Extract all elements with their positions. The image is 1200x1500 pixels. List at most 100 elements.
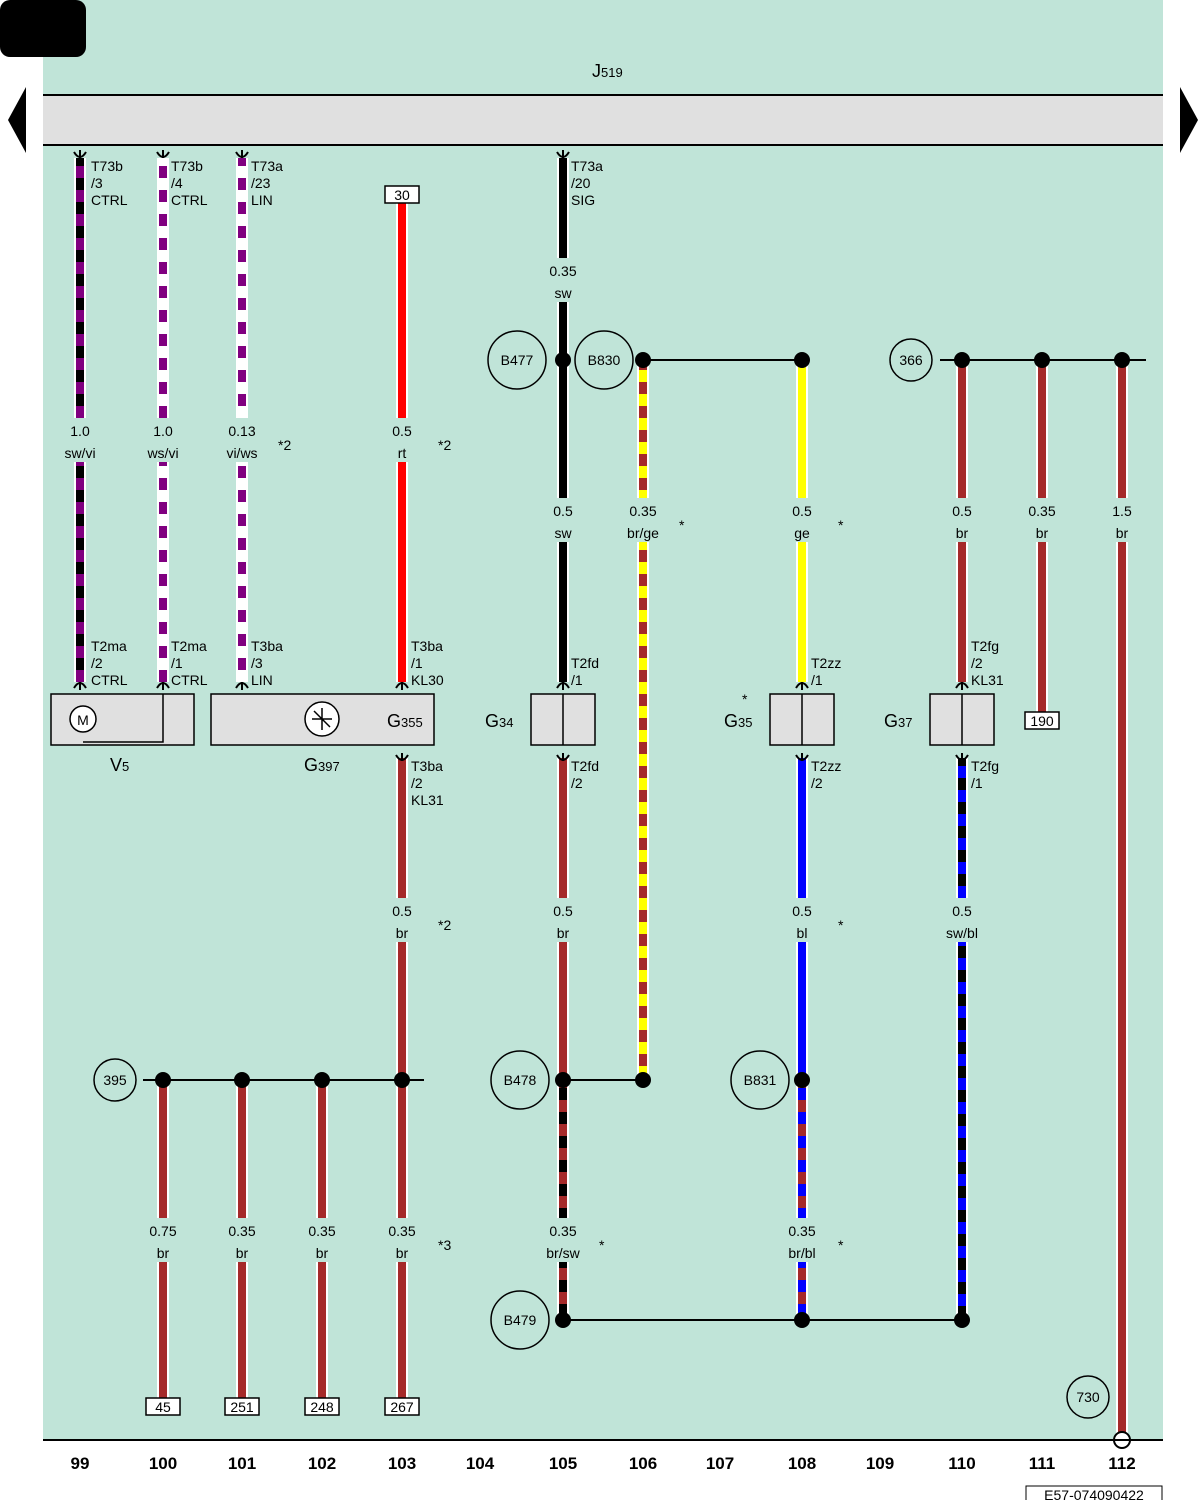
svg-text:267: 267: [390, 1399, 414, 1415]
box-reference[interactable]: 251: [224, 1397, 260, 1416]
component-g34[interactable]: [530, 693, 596, 746]
motor-icon: [69, 705, 97, 733]
box-reference[interactable]: 190: [1024, 711, 1060, 730]
splice-dot: [635, 352, 651, 368]
pin-label: /2: [811, 775, 823, 791]
pin-label: CTRL: [171, 192, 208, 208]
splice-dot: [155, 1072, 171, 1088]
wire-color-label: br: [236, 1245, 249, 1261]
column-number: 107: [706, 1454, 734, 1473]
wire-color-label: br: [1116, 525, 1129, 541]
pin-label: /2: [971, 655, 983, 671]
box-reference[interactable]: 45: [145, 1397, 181, 1416]
circle-reference[interactable]: B831: [730, 1050, 790, 1110]
footnote-marker: *2: [438, 437, 451, 453]
next-page-arrow[interactable]: [1180, 87, 1198, 153]
box-reference[interactable]: 248: [304, 1397, 340, 1416]
column-number: 108: [788, 1454, 816, 1473]
box-reference[interactable]: 267: [384, 1397, 420, 1416]
wire-size-label: 0.35: [228, 1223, 255, 1239]
component-g35[interactable]: *: [742, 691, 835, 746]
splice-dot: [954, 352, 970, 368]
wire-size-label: 1.5: [1112, 503, 1132, 519]
column-number: 100: [149, 1454, 177, 1473]
wire-size-label: 0.35: [629, 503, 656, 519]
wire-size-label: 0.5: [792, 903, 812, 919]
footnote-marker: *2: [278, 437, 291, 453]
pin-label: KL30: [411, 672, 444, 688]
component-label: G34: [485, 711, 513, 731]
wire-size-label: 0.13: [228, 423, 255, 439]
wire-color-label: ge: [794, 525, 810, 541]
svg-text:45: 45: [155, 1399, 171, 1415]
pin-label: /20: [571, 175, 591, 191]
pin-label: /2: [411, 775, 423, 791]
svg-text:366: 366: [899, 352, 923, 368]
wire-color-label: br/ge: [627, 525, 659, 541]
pin-label: /1: [171, 655, 183, 671]
component-g37[interactable]: [929, 693, 995, 746]
pin-label: T2fg: [971, 758, 999, 774]
circle-reference[interactable]: 366: [889, 338, 933, 382]
box-reference[interactable]: 30: [384, 185, 420, 204]
wire-color-label: br: [956, 525, 969, 541]
column-number: 99: [71, 1454, 90, 1473]
circle-reference[interactable]: B479: [490, 1290, 550, 1350]
pin-label: T2zz: [811, 758, 841, 774]
pin-label: /2: [571, 775, 583, 791]
pin-label: KL31: [971, 672, 1004, 688]
column-number: 101: [228, 1454, 256, 1473]
prev-page-arrow[interactable]: [8, 87, 26, 153]
footnote-marker: *2: [438, 917, 451, 933]
component-g397[interactable]: [210, 693, 435, 746]
splice-dot: [794, 1312, 810, 1328]
page-tab: [0, 0, 86, 57]
svg-text:251: 251: [230, 1399, 254, 1415]
circle-reference[interactable]: 730: [1066, 1375, 1110, 1419]
splice-dot: [1034, 352, 1050, 368]
component-label: G37: [884, 711, 912, 731]
footnote-marker: *: [742, 691, 748, 707]
pin-label: /23: [251, 175, 271, 191]
component-label: G35: [724, 711, 752, 731]
pin-label: T3ba: [251, 638, 283, 654]
wire-color-label: sw/vi: [64, 445, 95, 461]
circle-reference[interactable]: B478: [490, 1050, 550, 1110]
pin-label: T2fd: [571, 655, 599, 671]
svg-text:B831: B831: [744, 1072, 777, 1088]
circle-reference[interactable]: B830: [574, 330, 634, 390]
wire-color-label: sw/bl: [946, 925, 978, 941]
splice-dot: [555, 352, 571, 368]
pin-label: /4: [171, 175, 183, 191]
wire-color-label: vi/ws: [226, 445, 257, 461]
wire-color-label: ws/vi: [146, 445, 178, 461]
circle-reference[interactable]: B477: [487, 330, 547, 390]
wire-color-label: br: [157, 1245, 170, 1261]
svg-text:248: 248: [310, 1399, 334, 1415]
pin-label: T73b: [91, 158, 123, 174]
wire-color-label: br: [1036, 525, 1049, 541]
wire-color-label: br: [396, 925, 409, 941]
pin-label: T2fg: [971, 638, 999, 654]
component-v5[interactable]: M: [50, 693, 195, 746]
column-number: 102: [308, 1454, 336, 1473]
wire-size-label: 0.35: [1028, 503, 1055, 519]
splice-dot: [635, 1072, 651, 1088]
wire-size-label: 0.5: [952, 903, 972, 919]
wire-segment: [1116, 362, 1128, 1434]
pin-label: T3ba: [411, 638, 443, 654]
wire-size-label: 0.35: [308, 1223, 335, 1239]
splice-dot: [555, 1072, 571, 1088]
splice-dot: [394, 1072, 410, 1088]
wire-color-label: br: [396, 1245, 409, 1261]
footnote-marker: *: [838, 917, 844, 933]
splice-dot: [555, 1312, 571, 1328]
pin-label: /1: [411, 655, 423, 671]
circle-reference[interactable]: 395: [93, 1058, 137, 1102]
pin-label: /1: [971, 775, 983, 791]
pin-label: CTRL: [91, 672, 128, 688]
wire-color-label: rt: [398, 445, 407, 461]
svg-text:30: 30: [394, 187, 410, 203]
wire-color-label: br: [316, 1245, 329, 1261]
